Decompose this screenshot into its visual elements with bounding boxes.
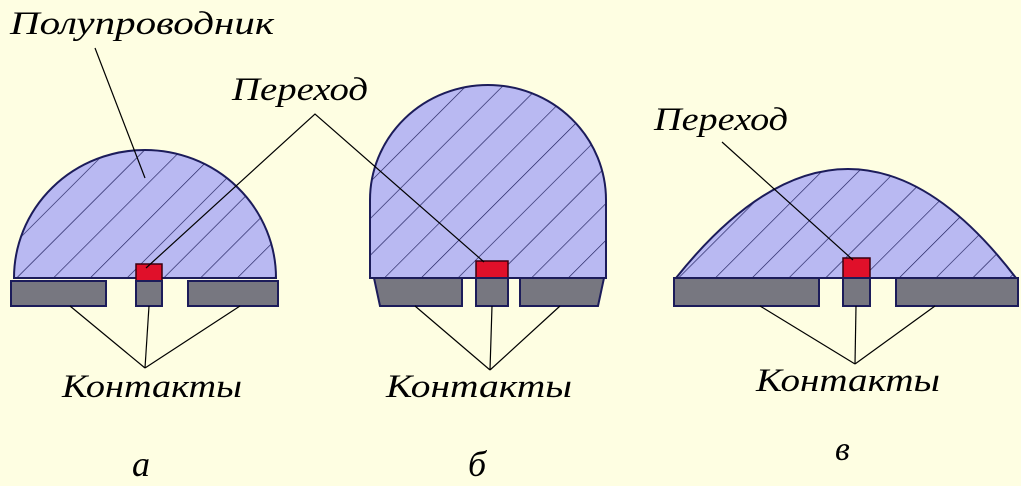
contacts-label-b: Контакты (385, 369, 572, 405)
panel-a (10, 149, 279, 369)
label-leaders (94, 47, 854, 269)
contact-left-b (372, 277, 463, 307)
junction-leader-v (721, 141, 854, 261)
contact-right-b (519, 277, 606, 307)
junction-b (475, 260, 509, 279)
contact-right-v (895, 277, 1019, 307)
contact-left-a (10, 280, 107, 307)
semiconductor-body-v (673, 168, 1019, 279)
contact-center-a (135, 280, 163, 307)
semiconductor-leader (94, 47, 146, 179)
semiconductor-label: Полупроводник (9, 6, 275, 42)
contact-center-b (475, 277, 509, 307)
contacts-label-a: Контакты (61, 369, 242, 405)
contact-leaders-a (69, 305, 241, 369)
junction-leader-ab (145, 113, 485, 269)
contacts-label-v: Контакты (755, 363, 940, 399)
semiconductor-body-a (12, 149, 278, 279)
panel-b (369, 84, 607, 371)
junction-label-ab: Переход (231, 72, 368, 108)
caption-a: а (132, 444, 150, 484)
caption-b: б (468, 444, 488, 484)
panel-v (673, 168, 1019, 365)
caption-v: в (835, 431, 850, 468)
contact-center-v (842, 277, 871, 307)
contact-leaders-b (414, 305, 561, 371)
contact-leaders-v (759, 305, 936, 365)
contact-left-v (673, 277, 820, 307)
contact-right-a (187, 280, 279, 307)
junction-label-v: Переход (653, 102, 788, 138)
semiconductor-body-b (369, 84, 607, 279)
junction-v (842, 257, 871, 279)
junction-a (135, 263, 163, 282)
